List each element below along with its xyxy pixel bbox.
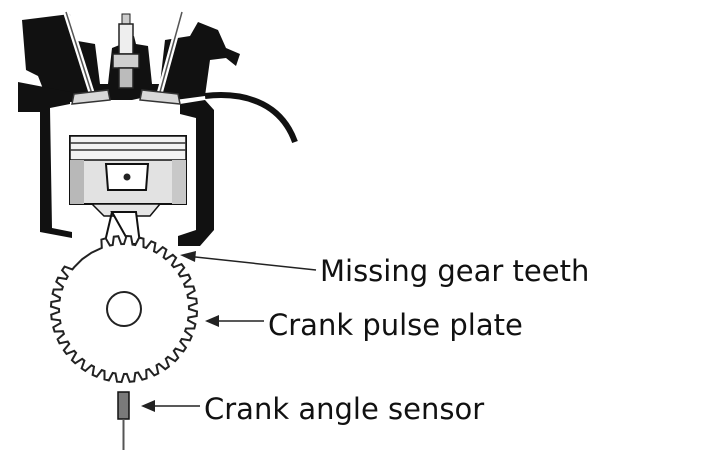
valve-left-head <box>71 89 111 105</box>
label-missing-gear-teeth: Missing gear teeth <box>320 254 590 288</box>
valve-right-stem-outline <box>159 11 183 93</box>
crank-pulse-plate-hub <box>106 291 142 327</box>
intake-port <box>204 92 298 144</box>
spark-plug-hex <box>112 53 140 69</box>
valve-right-head <box>139 89 181 105</box>
label-crank-angle-sensor: Crank angle sensor <box>204 392 485 426</box>
spark-plug-tip <box>121 13 131 25</box>
arrow-angle-sensor <box>141 400 200 412</box>
arrow-missing-teeth <box>180 251 317 271</box>
spark-plug-thread <box>118 67 134 89</box>
label-crank-pulse-plate: Crank pulse plate <box>268 308 523 342</box>
crank-angle-sensor-body <box>117 391 130 420</box>
spark-plug-insulator <box>118 23 134 55</box>
piston <box>69 135 187 217</box>
cylinder-wall-left <box>18 82 72 238</box>
arrow-pulse-plate <box>205 315 264 327</box>
cylinder-wall-right <box>178 100 214 246</box>
valve-left-stem-outline <box>65 11 93 95</box>
